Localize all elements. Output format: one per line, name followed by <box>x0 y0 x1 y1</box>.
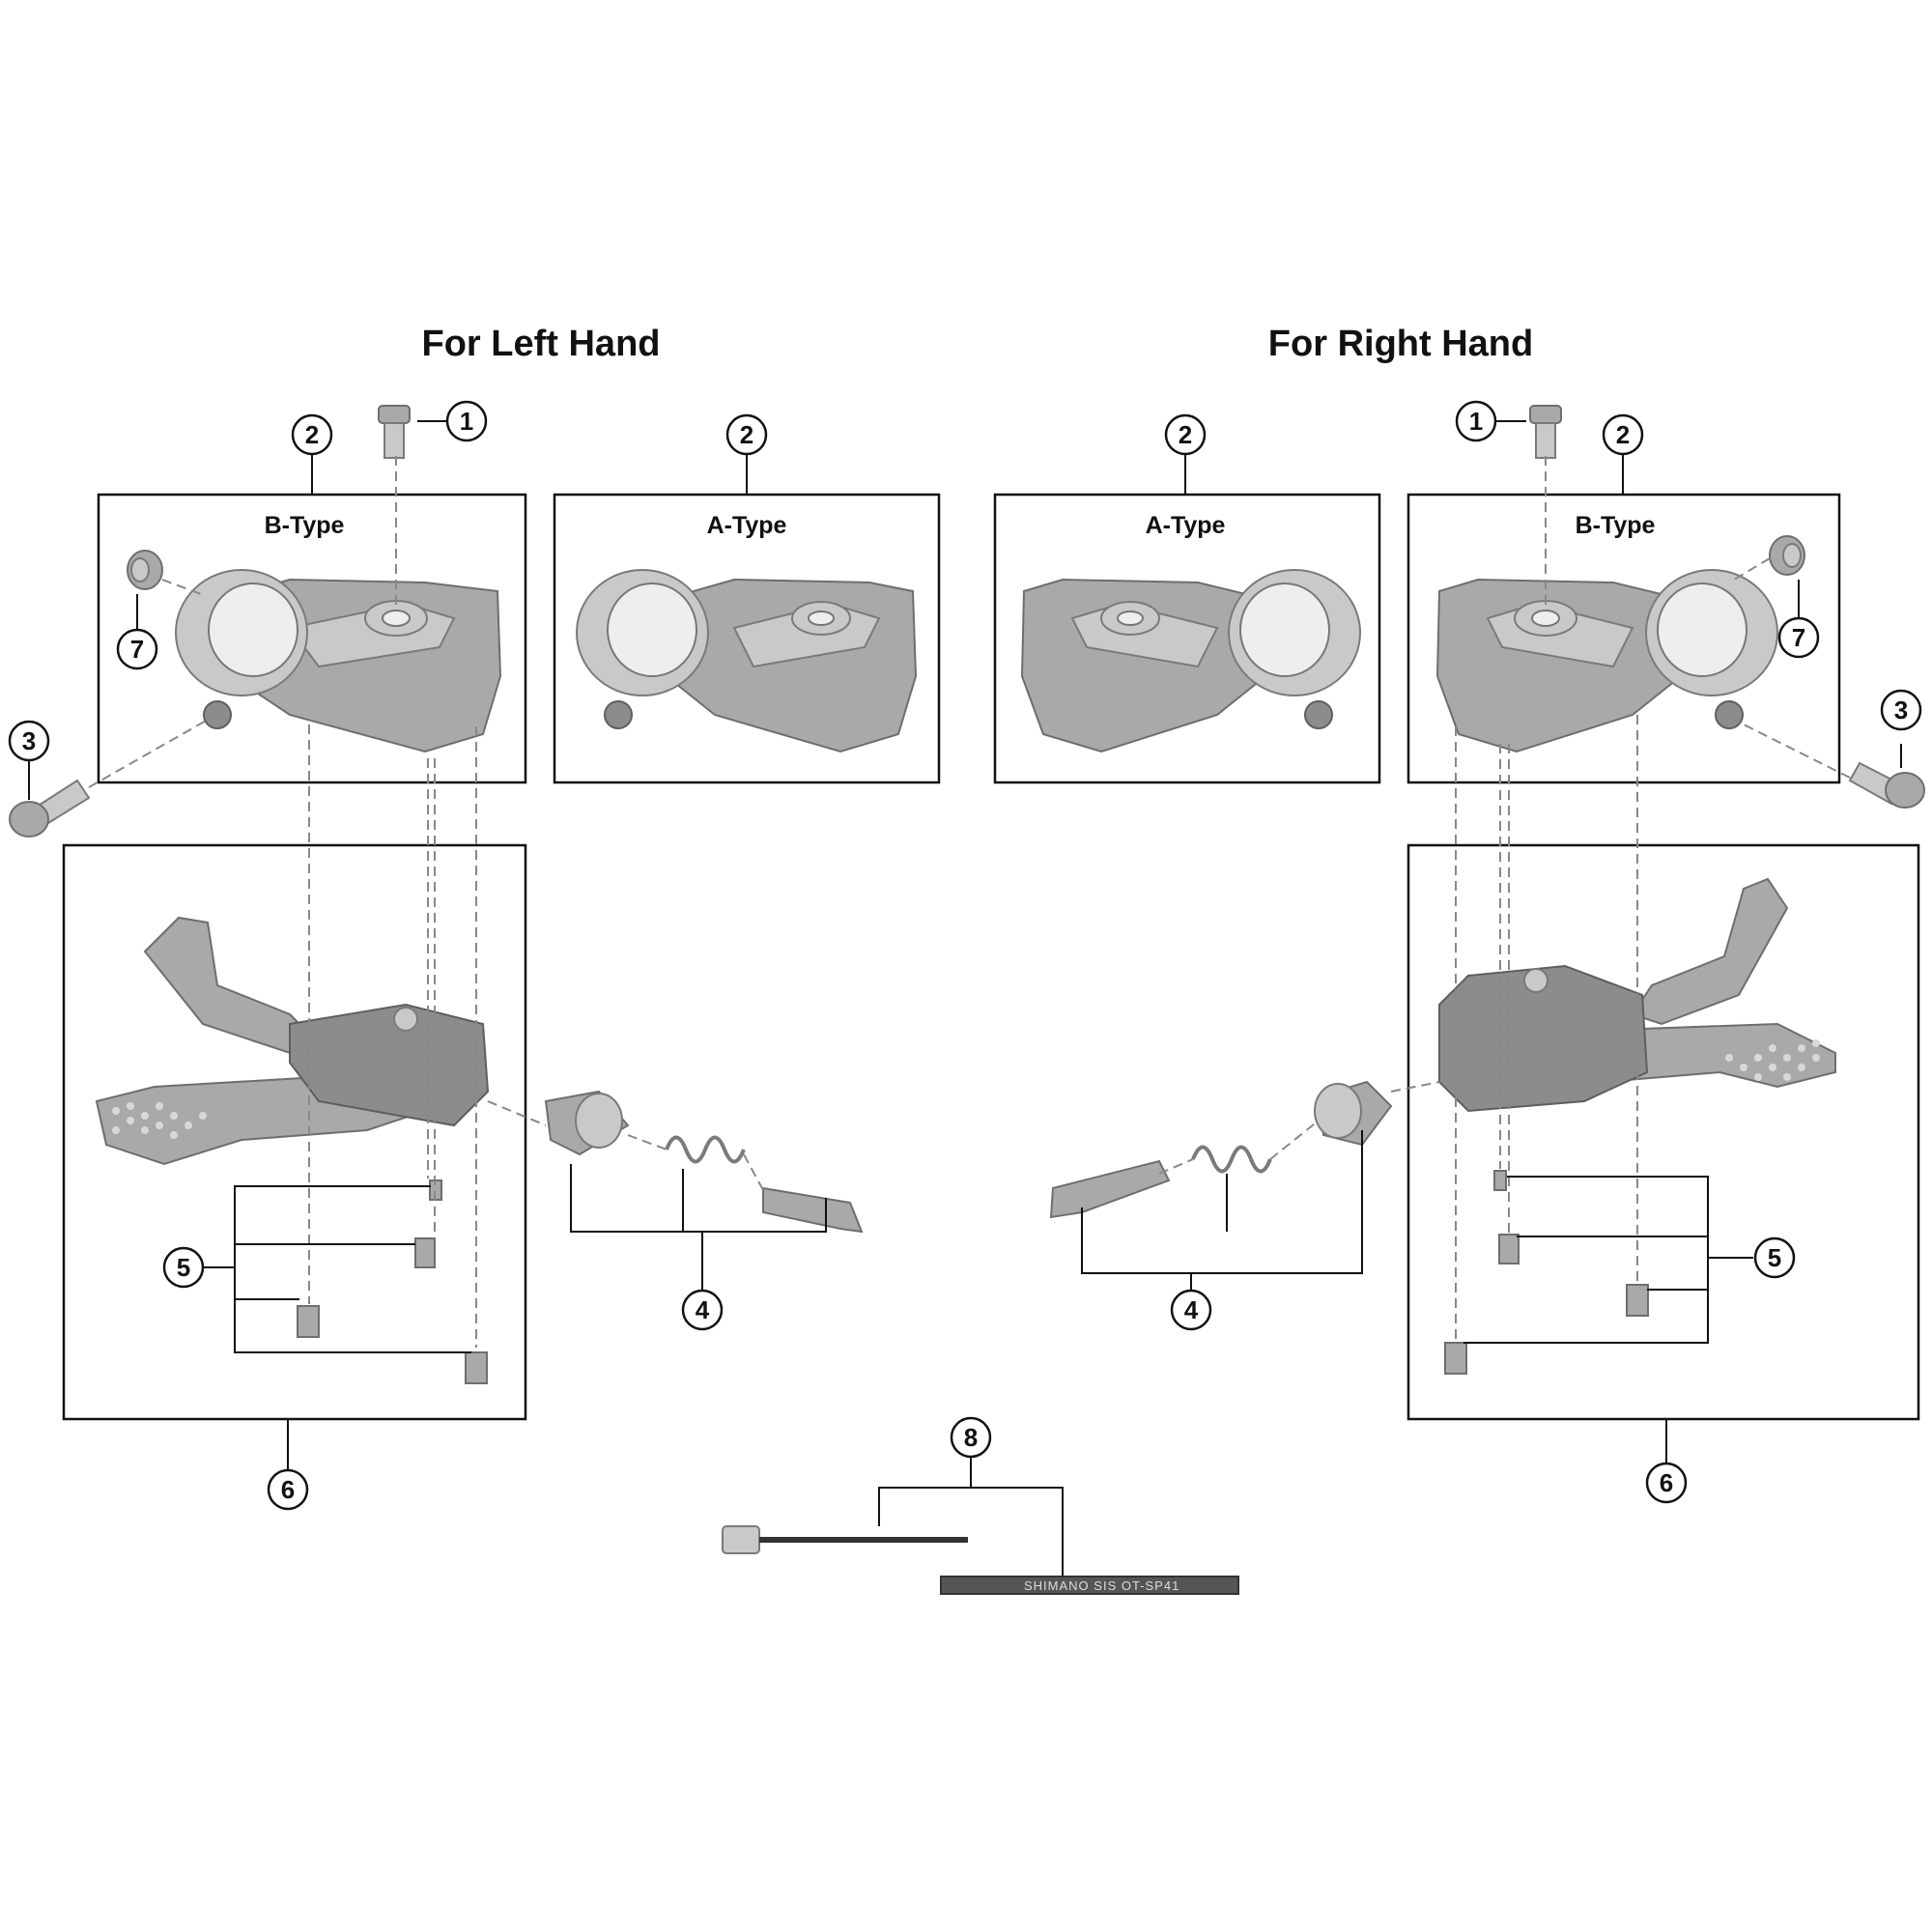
heading-right-hand: For Right Hand <box>1267 324 1534 364</box>
right-lever-box <box>1406 843 1920 1421</box>
right-a-type-box <box>993 493 1381 784</box>
right-top-bolt-part <box>1529 405 1562 459</box>
left-lever-box <box>62 843 527 1421</box>
right-cap-part <box>1769 535 1805 576</box>
svg-text:7: 7 <box>1792 623 1805 652</box>
right-b-type-label: B-Type <box>1576 512 1656 539</box>
callout-2-right-b: 2 <box>1602 413 1644 456</box>
right-a-type-label: A-Type <box>1146 512 1226 539</box>
svg-text:1: 1 <box>460 407 473 436</box>
right-b-type-clamp-part <box>1435 569 1778 753</box>
right-adjuster-set-part <box>1049 1080 1393 1219</box>
left-clamp-screw-part <box>9 779 91 838</box>
right-a-type-clamp-part <box>1020 569 1361 753</box>
callout-5-right: 5 <box>1753 1236 1796 1279</box>
right-clamp-screw-part <box>1848 761 1925 809</box>
leader-lines <box>28 420 1902 1577</box>
callout-4-right: 4 <box>1170 1289 1212 1331</box>
left-b-type-label: B-Type <box>265 512 345 539</box>
callout-2-left-b: 2 <box>291 413 333 456</box>
left-b-type-clamp-part <box>175 569 502 753</box>
left-adjuster-set-part <box>544 1090 864 1234</box>
svg-text:8: 8 <box>964 1423 978 1452</box>
svg-text:3: 3 <box>1894 696 1908 724</box>
left-a-type-clamp-part <box>576 569 918 753</box>
callout-8: 8 <box>950 1416 992 1459</box>
callout-6-right: 6 <box>1645 1462 1688 1504</box>
callout-6-left: 6 <box>267 1468 309 1511</box>
cable-housing-print: SHIMANO SIS OT-SP41 <box>1024 1578 1179 1593</box>
svg-text:2: 2 <box>305 420 319 449</box>
svg-text:6: 6 <box>281 1475 295 1504</box>
svg-text:4: 4 <box>696 1295 710 1324</box>
right-small-screws-part <box>1444 1170 1649 1375</box>
callout-2-left-a: 2 <box>725 413 768 456</box>
callout-2-right-a: 2 <box>1164 413 1207 456</box>
callout-7-right: 7 <box>1777 616 1820 659</box>
svg-text:5: 5 <box>1768 1243 1781 1272</box>
svg-text:7: 7 <box>130 635 144 664</box>
svg-text:2: 2 <box>1616 420 1630 449</box>
callout-4-left: 4 <box>681 1289 724 1331</box>
callout-5-left: 5 <box>162 1246 205 1289</box>
left-a-type-label: A-Type <box>707 512 787 539</box>
alignment-lines <box>88 456 1851 1348</box>
callout-7-left: 7 <box>116 628 158 670</box>
callout-1-left: 1 <box>445 400 488 442</box>
svg-text:1: 1 <box>1469 407 1483 436</box>
callout-3-left: 3 <box>8 720 50 762</box>
cable-and-housing-part: SHIMANO SIS OT-SP41 <box>722 1525 1239 1595</box>
svg-text:3: 3 <box>22 726 36 755</box>
svg-text:6: 6 <box>1660 1468 1673 1497</box>
svg-text:2: 2 <box>740 420 753 449</box>
left-small-screws-part <box>297 1179 488 1384</box>
svg-text:2: 2 <box>1179 420 1192 449</box>
callout-1-right: 1 <box>1455 400 1497 442</box>
left-top-bolt-part <box>378 405 411 459</box>
left-cap-part <box>127 550 163 590</box>
right-shift-lever-part <box>1438 877 1836 1113</box>
svg-text:5: 5 <box>177 1253 190 1282</box>
left-shift-lever-part <box>95 916 490 1166</box>
svg-text:4: 4 <box>1184 1295 1199 1324</box>
callout-3-right: 3 <box>1880 689 1922 731</box>
heading-left-hand: For Left Hand <box>421 324 661 364</box>
